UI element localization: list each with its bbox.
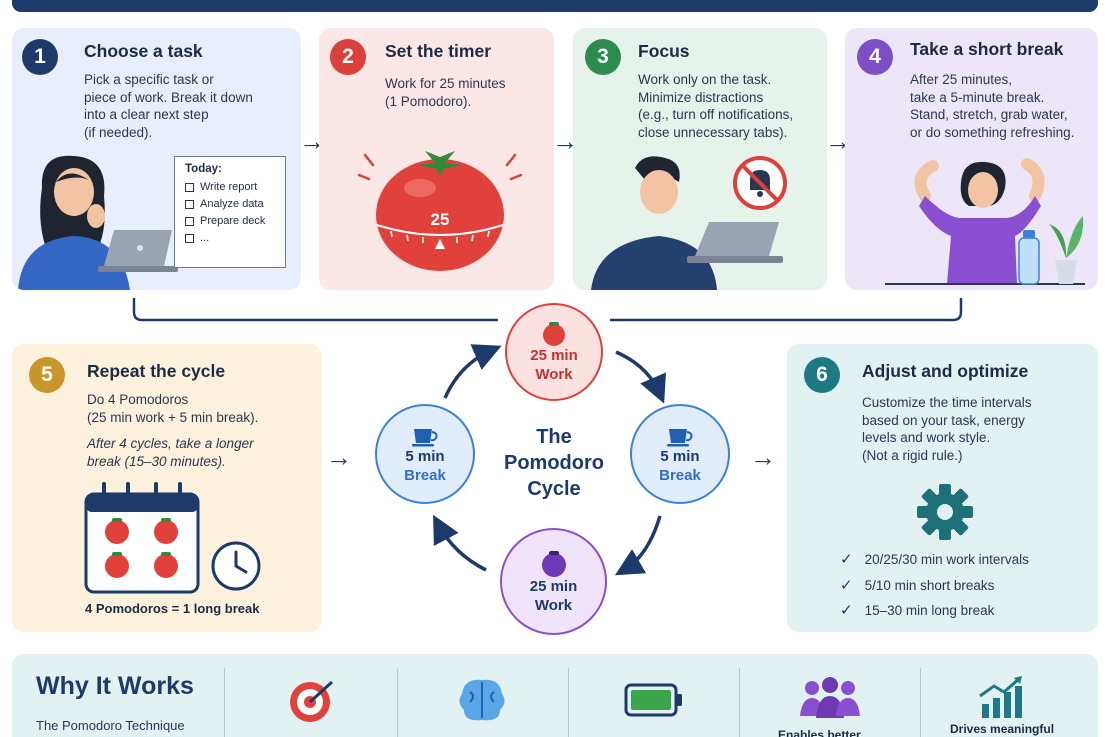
section-title: Why It Works [36,672,194,700]
step-card-short-break: 4 Take a short break After 25 minutes, t… [845,28,1098,290]
plant-icon [1049,216,1084,284]
step-title: Set the timer [385,41,491,61]
step-description: Work for 25 minutes (1 Pomodoro). [385,76,506,109]
step-number-badge: 6 [804,357,840,393]
options-list: ✓20/25/30 min work intervals ✓5/10 min s… [840,547,1029,624]
laptop-icon [98,230,178,272]
tomato-icon [541,550,566,577]
step-card-adjust-optimize: 6 Adjust and optimize Customize the time… [787,344,1098,632]
step-note: After 4 cycles, take a longer break (15–… [87,436,254,469]
step-card-repeat-cycle: 5 Repeat the cycle Do 4 Pomodoros (25 mi… [12,344,322,632]
todo-item: ... [185,230,275,247]
cycle-arrows [433,344,666,576]
water-bottle-icon [1018,230,1040,285]
coffee-cup-icon [667,429,693,447]
arrow-right-icon: → [326,442,352,472]
tomato-icon [105,520,178,578]
checkmark-icon: ✓ [840,551,853,568]
cycle-title: The Pomodoro Cycle [504,426,604,500]
focused-person-illustration [591,156,783,290]
step-card-set-timer: 2 Set the timer Work for 25 minutes (1 P… [319,28,554,290]
step-description: Pick a specific task or piece of work. B… [84,72,253,140]
step-number-badge: 3 [585,39,621,75]
step-card-focus: 3 Focus Work only on the task. Minimize … [573,28,827,290]
section-subtitle: The Pomodoro Technique [36,718,185,733]
pomodoro-summary: 4 Pomodoros = 1 long break [85,601,260,616]
step-description: Customize the time intervals based on yo… [862,395,1032,463]
calendar-icon [84,482,261,594]
step-number-badge: 4 [857,39,893,75]
step-title: Choose a task [84,41,203,61]
tomato-icon [543,322,565,346]
gear-icon [917,484,973,540]
todo-item: Prepare deck [185,213,275,230]
cycle-node-work-top: 25 min Work [505,303,603,401]
clock-icon [211,541,261,591]
step-number-badge: 5 [29,357,65,393]
step-title: Take a short break [910,39,1064,59]
step-card-choose-task: 1 Choose a task Pick a specific task or … [12,28,301,290]
bell-off-icon [733,156,787,210]
step-description: Work only on the task. Minimize distract… [638,72,794,140]
cycle-node-break-left: 5 min Break [375,404,475,504]
cycle-node-work-bottom: 25 min Work [500,528,607,635]
step-number-badge: 2 [330,39,366,75]
step-title: Focus [638,41,690,61]
todo-item: Write report [185,179,275,196]
checkmark-icon: ✓ [840,576,853,594]
coffee-cup-icon [412,429,438,447]
laptop-icon [687,222,783,263]
target-icon [290,680,334,722]
checkmark-icon: ✓ [840,602,853,619]
step-description: After 25 minutes, take a 5-minute break.… [910,72,1075,140]
benefit-label: Enables better [778,728,861,737]
people-icon [800,677,860,718]
top-banner [12,0,1098,12]
step-title: Adjust and optimize [862,361,1029,381]
growth-chart-icon [979,676,1022,718]
list-item: ✓5/10 min short breaks [840,573,1029,599]
tomato-timer-icon: 25 [357,151,523,271]
svg-text:25: 25 [431,210,450,229]
arrow-right-icon: → [750,442,776,472]
step-title: Repeat the cycle [87,361,226,381]
connector-bracket [132,298,963,322]
brain-icon [459,679,505,721]
list-item: ✓15–30 min long break [840,598,1029,624]
step-description: Do 4 Pomodoros (25 min work + 5 min brea… [87,392,259,425]
person-at-laptop-illustration [18,155,178,290]
todo-list: Today: Write report Analyze data Prepare… [174,156,286,268]
step-number-badge: 1 [22,39,58,75]
cycle-node-break-right: 5 min Break [630,404,730,504]
battery-icon [624,683,682,717]
why-it-works-section: Why It Works The Pomodoro Technique Enab… [12,654,1098,737]
list-item: ✓20/25/30 min work intervals [840,547,1029,573]
stretching-person-illustration [885,158,1085,285]
todo-item: Analyze data [185,196,275,213]
benefit-label: Drives meaningful [950,722,1055,736]
